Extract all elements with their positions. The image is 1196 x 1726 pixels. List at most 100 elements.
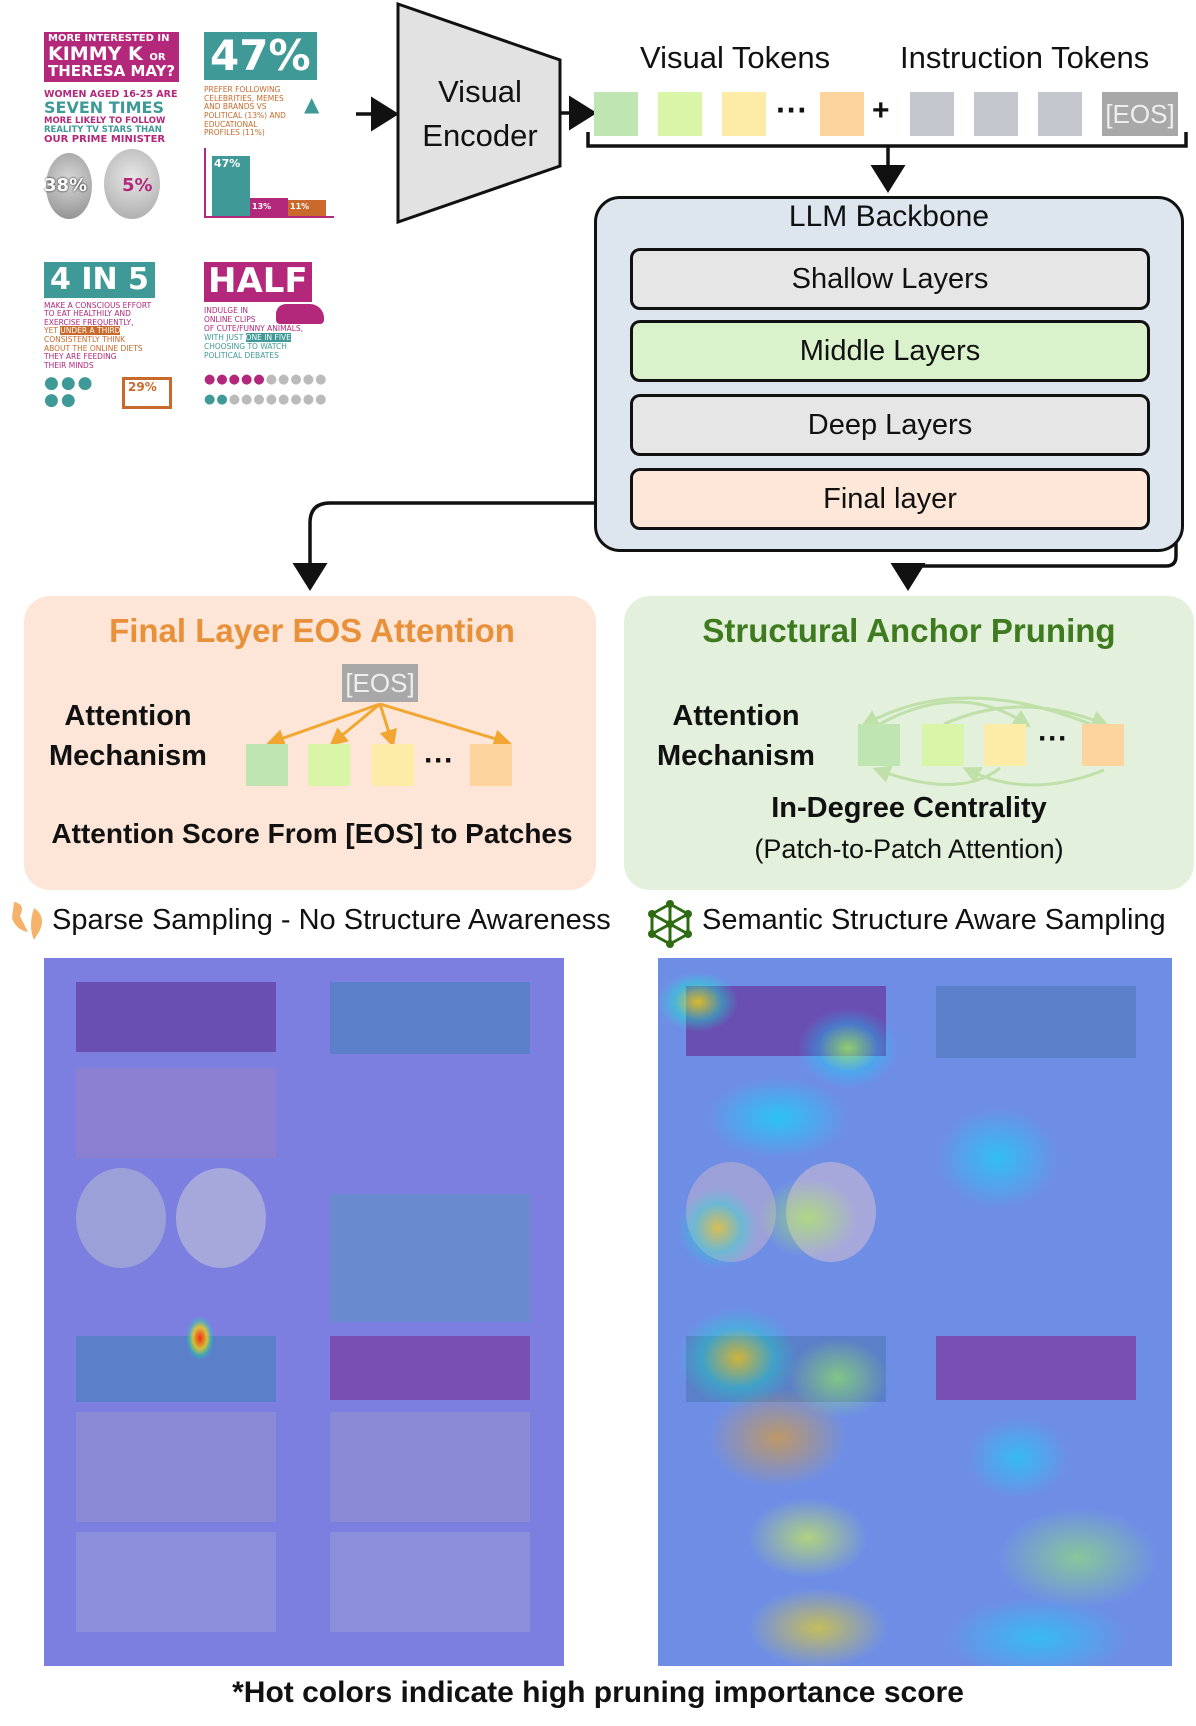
patch-token [1082,724,1124,766]
structure-aware-heatmap [658,958,1172,1666]
semantic-sampling-label: Semantic Structure Aware Sampling [702,904,1166,936]
q3-t1: MAKE A CONSCIOUS EFFORT [44,300,152,310]
q2-t1: PREFER FOLLOWING [204,85,281,95]
q4-t1: INDULGE IN [204,305,249,315]
q2-bar-chart: 47% 13% 11% [204,147,334,218]
pruning-patch-ellipsis: ··· [1038,722,1068,755]
arc [962,767,1105,787]
eos-arrow [379,702,512,748]
face-theresa [104,149,160,220]
patch-token [372,744,414,786]
pruning-mech-line2: Mechanism [657,740,815,772]
infographic-q1: MORE INTERESTED IN KIMMY K OR THERESA MA… [44,32,184,233]
q4-big: HALF [204,262,312,302]
heatmap-content-blocks [658,958,1172,1666]
q2-t2: CELEBRITIES, MEMES [204,93,284,103]
pruning-mech-line1: Attention [672,700,800,732]
monitor-icon [122,376,172,409]
plus-sign: + [872,94,890,127]
eos-mech-line2: Mechanism [49,740,207,772]
q1-sub3: MORE LIKELY TO FOLLOW [44,115,166,126]
q3-big: 4 IN 5 [44,262,155,298]
deep-layers: Deep Layers [630,394,1150,456]
pruning-panel-title: Structural Anchor Pruning [702,612,1116,649]
eos-panel-token: [EOS] [342,664,418,702]
q1-sub4: REALITY TV STARS THAN [44,124,162,135]
q3-t7: THEY ARE FEEDING [44,352,117,362]
q2-t3: AND BRANDS VS [204,102,267,112]
infographic-q2: 47% PREFER FOLLOWING CELEBRITIES, MEMES … [204,32,334,218]
eos-token: [EOS] [1102,92,1178,136]
instruction-token [1038,92,1082,136]
q1-line1: MORE INTERESTED IN [48,33,170,44]
q4-t4a: WITH JUST [204,332,244,342]
thumbs-up-icon: ▲ [304,92,320,116]
q3-t5: CONSISTENTLY THINK [44,335,126,344]
q2-bar-label: 47% [214,157,241,171]
sparse-sampling-label: Sparse Sampling - No Structure Awareness [52,904,611,936]
q1-or: OR [149,51,166,63]
patch-token [246,744,288,786]
face1-pct: 38% [44,175,88,197]
footnote: *Hot colors indicate high pruning import… [232,1676,964,1709]
encoder-line1: Visual [438,74,522,109]
patch-token [984,724,1026,766]
q2-bar [212,155,250,216]
visual-token [820,92,864,136]
q4-t6: POLITICAL DEBATES [204,350,279,360]
runner-icons: ●●●●● [44,372,95,411]
eos-patch-ellipsis: ··· [424,744,454,777]
instruction-token [910,92,954,136]
q1-sub2: SEVEN TIMES [44,98,164,118]
pruning-caption1: In-Degree Centrality [771,792,1047,824]
q1-sub5: OUR PRIME MINISTER [44,133,166,145]
patch-token [858,724,900,766]
q2-bar [250,197,288,216]
q3-t6: ABOUT THE ONLINE DIETS [44,343,143,353]
cat-icon [276,304,324,324]
shallow-layers: Shallow Layers [630,248,1150,310]
visual-token [658,92,702,136]
eos-panel-title: Final Layer EOS Attention [109,612,515,649]
instruction-token [974,92,1018,136]
arc [872,765,1001,786]
arc [879,700,1031,728]
q2-bar-label: 13% [252,202,272,212]
q3-t4b: UNDER A THIRD [60,326,121,336]
q4-t4b: ONE IN FIVE [245,332,291,342]
llm-title: LLM Backbone [788,200,990,233]
eos-arrow [329,702,381,746]
visual-encoder: Visual Encoder [400,70,560,158]
middle-layers: Middle Layers [630,320,1150,382]
q4-t2: ONLINE CLIPS [204,314,256,324]
q1-sub1: WOMEN AGED 16-25 ARE [44,89,178,101]
eos-arrow [378,703,397,748]
q3-t2: TO EAT HEALTHILY AND [44,309,131,319]
eos-panel-caption: Attention Score From [EOS] to Patches [51,818,573,849]
visual-encoder-shape [396,1,562,225]
q4-t5: CHOOSING TO WATCH [204,341,287,351]
arc [943,705,1110,728]
people-icons: ●●●●●●●●●● ●●●●●●●●●● [204,371,328,408]
instruction-tokens-label: Instruction Tokens [900,40,1150,75]
sparse-sampling-icon [12,902,42,940]
network-structure-icon [648,900,692,948]
source-infographic: MORE INTERESTED IN KIMMY K OR THERESA MA… [44,32,344,442]
visual-tokens-label: Visual Tokens [640,40,831,75]
q3-screen: 29% [128,379,157,394]
q3-t3: EXERCISE FREQUENTLY, [44,317,134,327]
patch-token [922,724,964,766]
q1-line2: KIMMY K [48,42,143,65]
visual-token [594,92,638,136]
visual-token [722,92,766,136]
infographic-q4: HALF INDULGE IN ONLINE CLIPS OF CUTE/FUN… [204,262,334,411]
q2-t4: POLITICAL (13%) AND [204,110,286,120]
q3-t4a: YET [44,326,58,336]
eos-mech-line1: Attention [64,700,192,732]
encoder-line2: Encoder [422,118,538,153]
q3-t8: THEIR MINDS [44,360,94,370]
patch-token [308,744,350,786]
patch-token [470,744,512,786]
